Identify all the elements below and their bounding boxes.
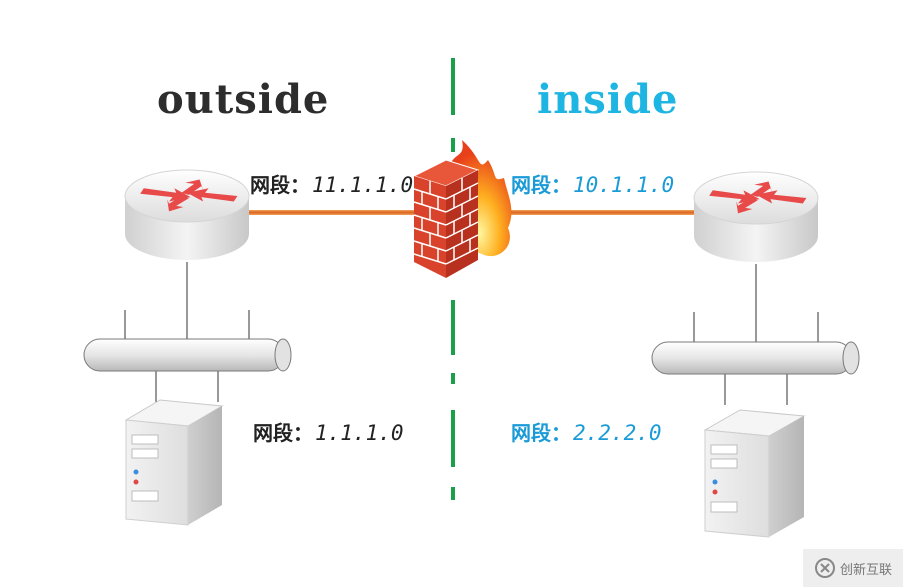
watermark: 创新互联 [803, 549, 903, 587]
inside-lan-segment-label: 网段：2.2.2.0 [511, 417, 662, 446]
inside-server-icon [703, 409, 806, 538]
segment-prefix: 网段： [253, 421, 313, 445]
inside-lan-segment-value: 2.2.2.0 [573, 421, 662, 445]
watermark-text: 创新互联 [839, 562, 892, 578]
outside-router-icon [124, 169, 250, 260]
outside-switch-bus-icon [83, 262, 292, 402]
inside-wan-link [486, 210, 698, 215]
outside-server-icon [124, 399, 224, 526]
segment-prefix: 网段： [511, 421, 571, 445]
outside-lan-segment-value: 1.1.1.0 [315, 421, 404, 445]
outside-wan-segment-label: 网段：11.1.1.0 [250, 169, 413, 198]
inside-wan-segment-value: 10.1.1.0 [573, 173, 675, 197]
inside-switch-bus-icon [651, 264, 860, 405]
segment-prefix: 网段： [511, 173, 571, 197]
outside-wan-link [248, 210, 416, 215]
firewall-icon [412, 140, 512, 278]
outside-lan-segment-label: 网段：1.1.1.0 [253, 417, 404, 446]
outside-wan-segment-value: 11.1.1.0 [312, 173, 414, 197]
inside-router-icon [693, 171, 819, 262]
inside-wan-segment-label: 网段：10.1.1.0 [511, 169, 674, 198]
segment-prefix: 网段： [250, 173, 310, 197]
watermark-logo-icon [814, 558, 835, 578]
inside-heading: inside [537, 76, 679, 123]
outside-heading: outside [157, 76, 330, 123]
